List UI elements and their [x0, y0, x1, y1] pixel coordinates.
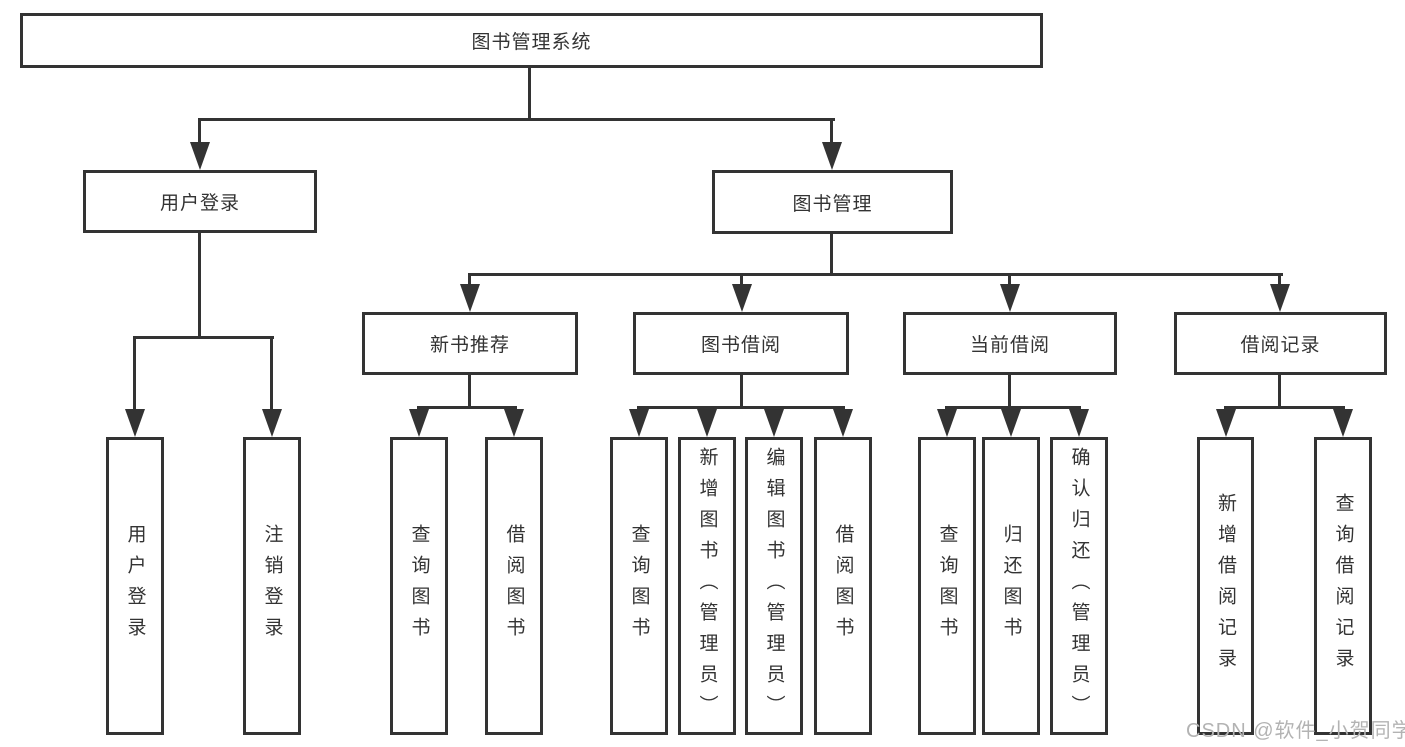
arrow-down-icon: [262, 409, 282, 437]
arrow-down-icon: [822, 142, 842, 170]
connector-line: [417, 406, 517, 409]
node-book-management: 图书管理: [712, 170, 953, 234]
leaf-query-books-borrow: 查询图书: [610, 437, 668, 735]
connector-line: [1278, 273, 1281, 287]
node-label: 当前借阅: [969, 335, 1050, 356]
node-label: 用户登录: [159, 193, 240, 214]
leaf-borrow-books-recommend: 借阅图书: [485, 437, 543, 735]
node-new-book-recommend: 新书推荐: [362, 312, 578, 375]
arrow-down-icon: [697, 409, 717, 437]
node-label: 借阅图书: [832, 524, 854, 648]
node-current-borrow: 当前借阅: [903, 312, 1117, 375]
node-user-login: 用户登录: [83, 170, 317, 233]
csdn-watermark: CSDN @软件_小贺同学: [1186, 720, 1405, 742]
node-label: 新增图书（管理员）: [696, 446, 718, 726]
connector-line: [198, 118, 835, 121]
connector-line: [468, 375, 471, 408]
arrow-down-icon: [1069, 409, 1089, 437]
connector-line: [468, 273, 1283, 276]
node-label: 注销登录: [261, 524, 283, 648]
node-borrow-record: 借阅记录: [1174, 312, 1387, 375]
node-label: 新增借阅记录: [1215, 493, 1236, 679]
connector-line: [528, 67, 531, 120]
arrow-down-icon: [629, 409, 649, 437]
arrow-down-icon: [1001, 409, 1021, 437]
leaf-add-borrow-record: 新增借阅记录: [1197, 437, 1254, 735]
connector-line: [468, 273, 471, 287]
arrow-down-icon: [1333, 409, 1353, 437]
connector-line: [945, 406, 1081, 409]
leaf-query-borrow-record: 查询借阅记录: [1314, 437, 1372, 735]
connector-line: [270, 336, 273, 412]
node-label: 用户登录: [124, 524, 146, 648]
arrow-down-icon: [504, 409, 524, 437]
connector-line: [1224, 406, 1345, 409]
leaf-edit-books-admin: 编辑图书（管理员）: [745, 437, 803, 735]
node-label: 查询借阅记录: [1332, 493, 1354, 679]
arrow-down-icon: [833, 409, 853, 437]
connector-line: [1278, 375, 1281, 408]
leaf-confirm-return-admin: 确认归还（管理员）: [1050, 437, 1108, 735]
node-root-system: 图书管理系统: [20, 13, 1043, 68]
arrow-down-icon: [937, 409, 957, 437]
connector-line: [198, 233, 201, 339]
node-label: 编辑图书（管理员）: [763, 446, 785, 726]
arrow-down-icon: [732, 284, 752, 312]
leaf-query-books-recommend: 查询图书: [390, 437, 448, 735]
node-label: 查询图书: [936, 524, 958, 648]
node-label: 查询图书: [628, 524, 650, 648]
node-label: 查询图书: [408, 524, 430, 648]
leaf-user-login: 用户登录: [106, 437, 164, 735]
node-label: 借阅图书: [503, 524, 525, 648]
connector-line: [740, 375, 743, 408]
connector-line: [637, 406, 845, 409]
node-label: 图书管理系统: [471, 32, 592, 53]
leaf-add-books-admin: 新增图书（管理员）: [678, 437, 736, 735]
connector-line: [740, 273, 743, 287]
connector-line: [133, 336, 274, 339]
arrow-down-icon: [460, 284, 480, 312]
leaf-return-books: 归还图书: [982, 437, 1040, 735]
node-book-borrow: 图书借阅: [633, 312, 849, 375]
leaf-query-books-current: 查询图书: [918, 437, 976, 735]
arrow-down-icon: [1216, 409, 1236, 437]
arrow-down-icon: [125, 409, 145, 437]
arrow-down-icon: [1270, 284, 1290, 312]
arrow-down-icon: [190, 142, 210, 170]
node-label: 新书推荐: [429, 335, 510, 356]
node-label: 图书管理: [792, 193, 873, 215]
connector-line: [830, 234, 833, 276]
node-label: 图书借阅: [700, 335, 781, 356]
connector-line: [830, 118, 833, 146]
arrow-down-icon: [764, 409, 784, 437]
leaf-borrow-books: 借阅图书: [814, 437, 872, 735]
node-label: 确认归还（管理员）: [1068, 446, 1090, 726]
arrow-down-icon: [1000, 284, 1020, 312]
connector-line: [1008, 273, 1011, 287]
connector-line: [1008, 375, 1011, 408]
node-label: 归还图书: [1000, 524, 1022, 648]
node-label: 借阅记录: [1240, 335, 1321, 356]
arrow-down-icon: [409, 409, 429, 437]
connector-line: [133, 336, 136, 412]
connector-line: [198, 118, 201, 146]
leaf-logout: 注销登录: [243, 437, 301, 735]
